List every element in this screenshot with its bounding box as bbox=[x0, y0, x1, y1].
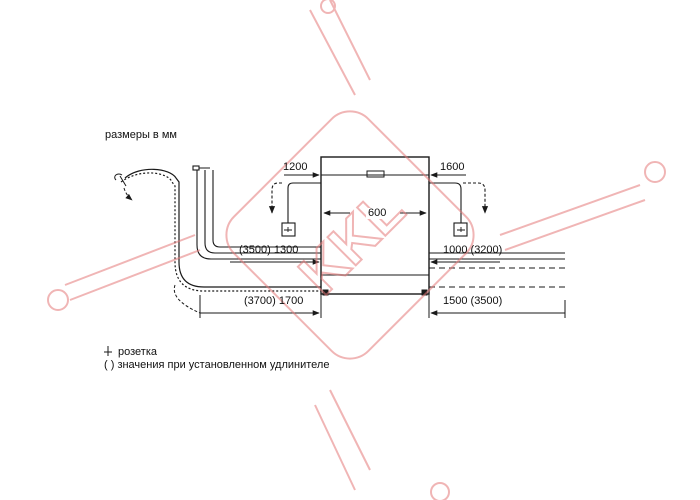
dim-width: 600 bbox=[366, 207, 389, 219]
legend-extension: ( ) значения при установленном удлинител… bbox=[104, 359, 330, 371]
supply-hoses bbox=[192, 165, 321, 260]
dim-right-bottom: 1500 (3500) bbox=[443, 295, 503, 307]
dimension-arrows bbox=[173, 172, 566, 318]
left-socket-route bbox=[268, 182, 321, 237]
dim-left-top: 1200 bbox=[283, 161, 308, 173]
drain-hose bbox=[114, 168, 321, 292]
dishwasher-outline bbox=[320, 156, 430, 296]
right-socket-route bbox=[429, 182, 489, 237]
dim-left-bottom: (3700) 1700 bbox=[244, 295, 304, 307]
socket-symbol-icon bbox=[104, 346, 112, 356]
dim-left-mid: (3500) 1300 bbox=[239, 244, 299, 256]
diagram-caption: размеры в мм bbox=[105, 129, 177, 141]
svg-text:KKL: KKL bbox=[287, 177, 417, 307]
dim-right-top: 1600 bbox=[440, 161, 465, 173]
legend-socket: розетка bbox=[118, 346, 157, 358]
dim-right-mid: 1000 (3200) bbox=[443, 244, 503, 256]
